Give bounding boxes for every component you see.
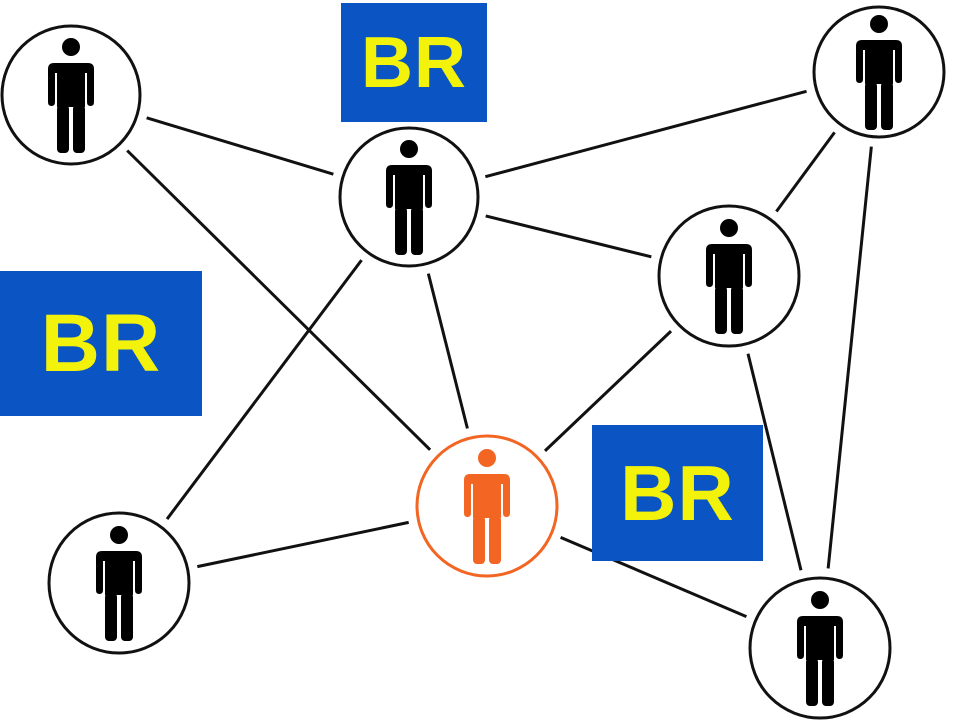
- edge-n2-n5: [426, 273, 469, 429]
- person-icon: [706, 219, 752, 336]
- edge-n1-n2: [146, 116, 334, 176]
- node-n4: [657, 204, 801, 348]
- person-icon: [386, 140, 432, 257]
- edge-n2-n3: [484, 89, 807, 179]
- edge-n2-n6: [165, 259, 363, 520]
- edge-n3-n4: [775, 131, 836, 213]
- br-badge-left: BR: [0, 271, 202, 416]
- person-icon: [464, 449, 510, 566]
- node-n5-highlighted: [415, 434, 559, 578]
- person-icon: [96, 526, 142, 643]
- node-n7: [748, 576, 892, 720]
- node-n6: [47, 511, 191, 655]
- nodes-layer: [0, 5, 946, 720]
- node-n1: [0, 24, 142, 166]
- edge-n3-n7: [826, 146, 873, 569]
- edge-n4-n7: [746, 353, 803, 571]
- br-badge-top: BR: [341, 3, 487, 122]
- edges-layer: [126, 89, 873, 618]
- person-icon: [797, 591, 843, 708]
- edge-n5-n7: [560, 536, 747, 618]
- node-n3: [812, 5, 946, 139]
- node-n2: [338, 126, 480, 268]
- edge-n1-n5: [126, 149, 432, 451]
- person-icon: [856, 15, 902, 132]
- edge-n5-n6: [196, 520, 410, 569]
- edge-n4-n5: [543, 330, 673, 452]
- person-icon: [48, 38, 94, 155]
- br-badge-right: BR: [592, 425, 763, 561]
- edge-n2-n4: [485, 214, 652, 259]
